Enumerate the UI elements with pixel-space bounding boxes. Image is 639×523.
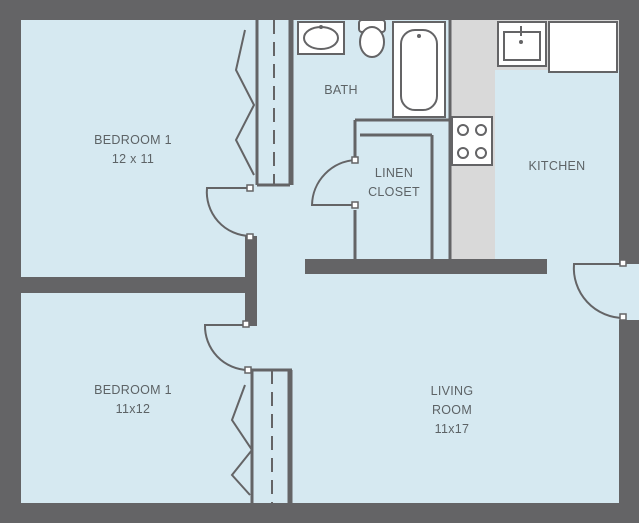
- kitchen-sink-icon: [497, 21, 547, 67]
- kitchen-label: KITCHEN: [517, 157, 597, 176]
- bath-label: BATH: [311, 81, 371, 100]
- refrigerator-icon: [548, 21, 618, 73]
- bedroom-top-floor: [21, 20, 245, 277]
- bedroom-top-size: 12 x 11: [111, 152, 155, 166]
- closet-top: [234, 20, 292, 187]
- interior-walls: [21, 236, 639, 326]
- living-room-size: 11x17: [434, 422, 470, 436]
- bath-walls: [290, 20, 452, 260]
- door-entry: [572, 263, 625, 320]
- sink-icon: [297, 21, 345, 55]
- bedroom-bottom-name: BEDROOM 1: [94, 383, 172, 397]
- linen-closet-label: LINEN CLOSET: [358, 164, 430, 202]
- door-bedroom-bottom: [203, 324, 249, 371]
- wall-hall-stub: [245, 236, 257, 326]
- bedroom-bottom-floor: [21, 293, 245, 503]
- bedroom-top-label: BEDROOM 1 12 x 11: [73, 131, 193, 169]
- closet-bottom: [230, 368, 293, 503]
- toilet-icon: [358, 19, 386, 58]
- wall-kitchen-living: [305, 259, 547, 274]
- linen-closet-line1: LINEN: [374, 166, 414, 180]
- living-room-line2: ROOM: [431, 403, 473, 417]
- door-linen: [310, 159, 357, 206]
- bedroom-top-name: BEDROOM 1: [94, 133, 172, 147]
- kitchen-name: KITCHEN: [528, 159, 586, 173]
- door-bedroom-top: [205, 187, 251, 237]
- linen-closet-line2: CLOSET: [368, 185, 420, 199]
- bedroom-bottom-label: BEDROOM 1 11x12: [73, 381, 193, 419]
- wall-bedrooms-divider: [21, 277, 245, 293]
- wall-right-door-gap: [619, 264, 639, 320]
- living-room-floor: [295, 260, 619, 503]
- living-room-line1: LIVING: [430, 384, 474, 398]
- bath-name: BATH: [324, 83, 358, 97]
- doors: [203, 159, 625, 371]
- bedroom-bottom-size: 11x12: [115, 402, 151, 416]
- living-room-label: LIVING ROOM 11x17: [412, 382, 492, 439]
- stove-icon: [451, 116, 493, 166]
- bathtub-icon: [392, 21, 446, 118]
- door-jambs: [242, 156, 627, 374]
